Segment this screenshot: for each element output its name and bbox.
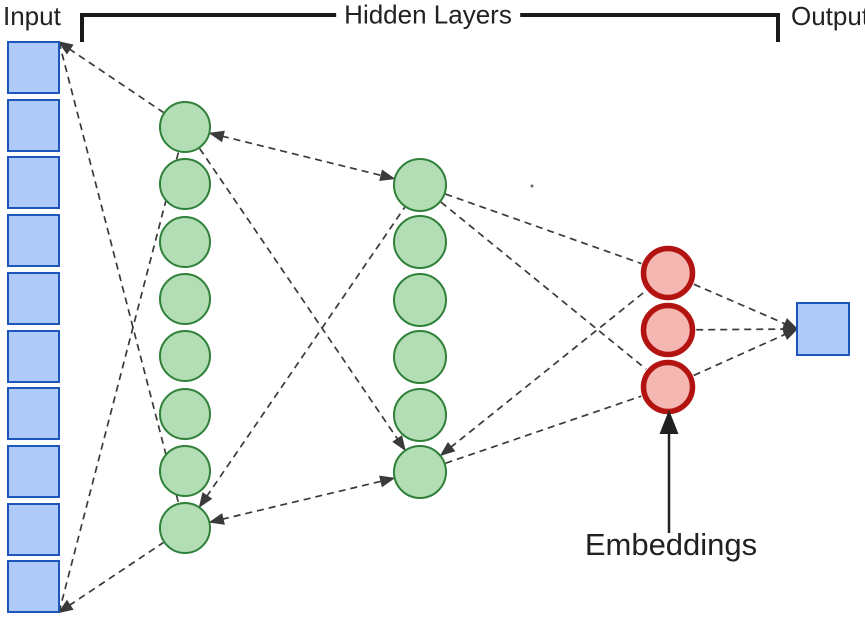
output-label: Output <box>791 1 865 31</box>
connector-line <box>693 283 799 330</box>
hidden2-node <box>393 215 447 269</box>
output-node <box>796 302 850 356</box>
connector-line <box>198 148 406 452</box>
hidden1-node <box>159 101 211 153</box>
hidden1-node <box>159 273 211 325</box>
input-node <box>7 99 60 152</box>
connector-line <box>208 130 396 182</box>
hidden2-node <box>393 330 447 384</box>
connector-line <box>58 41 180 504</box>
connector-line <box>58 151 180 613</box>
hidden1-node <box>159 330 211 382</box>
embedding-node <box>640 302 696 358</box>
hidden1-node <box>159 158 211 210</box>
connector-line <box>693 328 799 377</box>
input-node <box>7 560 60 613</box>
embedding-node <box>640 245 696 301</box>
hidden2-node <box>393 445 447 499</box>
hidden1-node <box>159 388 211 440</box>
input-node <box>7 272 60 325</box>
hidden1-node <box>159 445 211 497</box>
input-label: Input <box>3 1 61 31</box>
hidden1-node <box>159 216 211 268</box>
embeddings-label: Embeddings <box>584 527 758 562</box>
connector-line <box>439 290 647 457</box>
connector-line <box>445 395 642 465</box>
connector-line <box>445 193 642 265</box>
input-node <box>7 503 60 556</box>
connector-line <box>696 323 799 336</box>
input-node <box>7 445 60 498</box>
input-node <box>7 156 60 209</box>
artifact-dot <box>530 184 534 188</box>
hidden1-node <box>159 502 211 554</box>
hidden2-node <box>393 388 447 442</box>
input-node <box>7 330 60 383</box>
connector-line <box>198 206 406 509</box>
input-node <box>7 387 60 440</box>
input-node <box>7 214 60 267</box>
connector-line <box>57 41 164 114</box>
embeddings-arrowhead <box>659 410 679 434</box>
hidden-layers-label: Hidden Layers <box>336 0 520 31</box>
hidden2-node <box>393 158 447 212</box>
connector-line <box>208 475 396 525</box>
embedding-node <box>640 359 696 415</box>
hidden2-node <box>393 273 447 327</box>
connector-line <box>440 201 647 370</box>
input-node <box>7 41 60 94</box>
connector-line <box>57 541 164 614</box>
